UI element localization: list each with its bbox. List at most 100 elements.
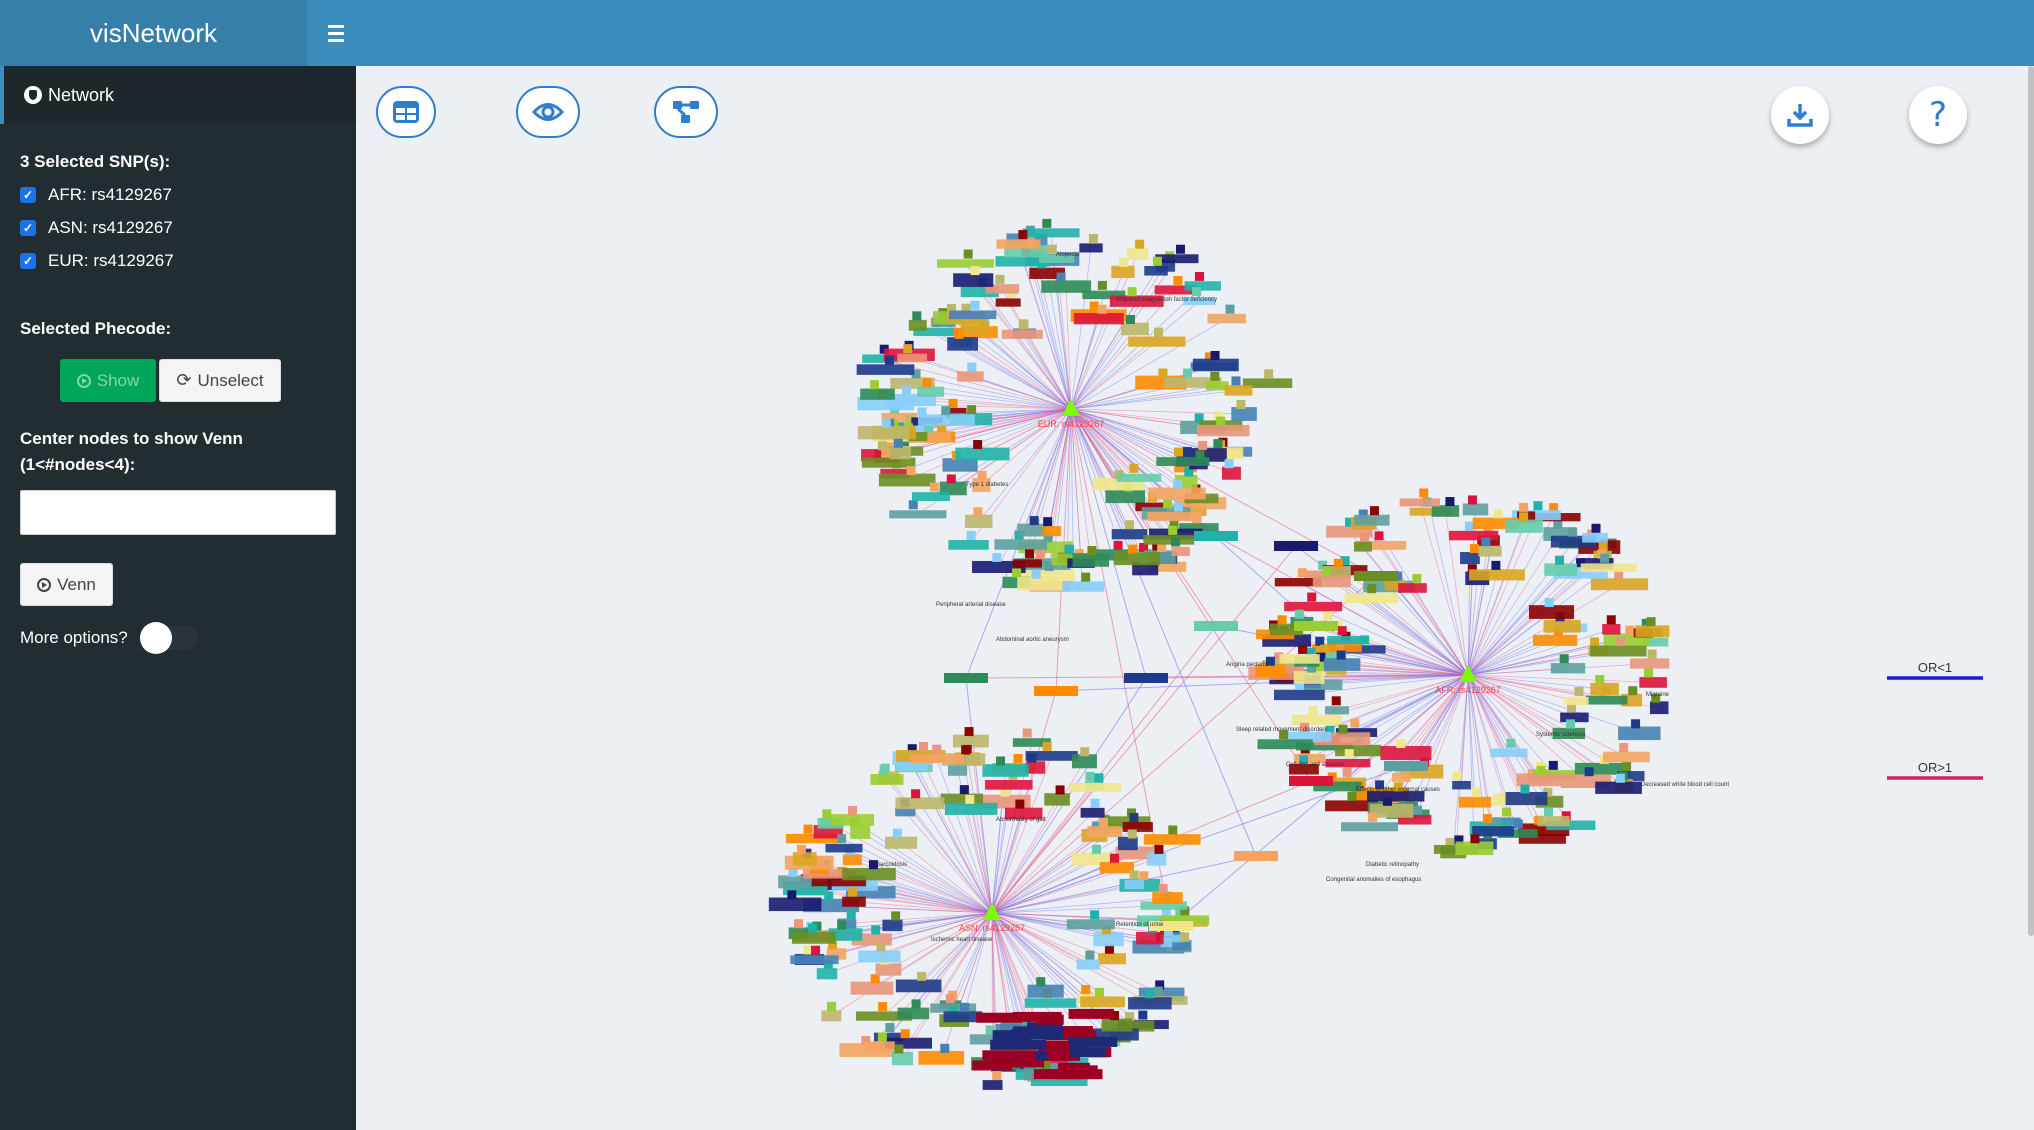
phecode-node[interactable]: [1164, 377, 1222, 388]
phecode-node-marker[interactable]: [1469, 544, 1479, 554]
phecode-node-marker[interactable]: [1322, 567, 1332, 577]
phecode-node[interactable]: [1146, 852, 1167, 866]
phecode-node[interactable]: [884, 1037, 932, 1049]
phecode-node-marker[interactable]: [1445, 837, 1455, 847]
phecode-node-marker[interactable]: [932, 744, 942, 754]
phecode-node[interactable]: [863, 1041, 895, 1052]
phecode-node-marker[interactable]: [1298, 644, 1308, 654]
phecode-node-marker[interactable]: [1129, 870, 1139, 880]
shared-phecode-node[interactable]: [1234, 851, 1278, 861]
phecode-node-marker[interactable]: [1139, 871, 1149, 881]
phecode-node-marker[interactable]: [937, 422, 947, 432]
phecode-node-marker[interactable]: [961, 303, 971, 313]
phecode-node-marker[interactable]: [903, 344, 913, 354]
phecode-node-marker[interactable]: [1124, 520, 1134, 530]
phecode-node-marker[interactable]: [1491, 560, 1501, 570]
phecode-node[interactable]: [972, 1060, 1013, 1071]
phecode-node[interactable]: [1025, 1050, 1081, 1061]
phecode-node[interactable]: [1111, 529, 1148, 540]
phecode-node-marker[interactable]: [1543, 807, 1553, 817]
phecode-node[interactable]: [861, 457, 916, 468]
phecode-node[interactable]: [1222, 466, 1241, 480]
phecode-node[interactable]: [1518, 833, 1566, 844]
phecode-node[interactable]: [1335, 744, 1382, 757]
phecode-node[interactable]: [908, 432, 952, 443]
phecode-node-marker[interactable]: [1126, 808, 1136, 818]
phecode-node[interactable]: [895, 797, 945, 810]
phecode-node[interactable]: [1068, 1057, 1089, 1068]
phecode-node-marker[interactable]: [1041, 572, 1051, 582]
phecode-node[interactable]: [1183, 297, 1216, 306]
phecode-node[interactable]: [882, 919, 903, 932]
phecode-node[interactable]: [826, 948, 847, 960]
phecode-node-marker[interactable]: [1628, 686, 1638, 696]
phecode-node-marker[interactable]: [893, 438, 903, 448]
phecode-node-marker[interactable]: [824, 891, 834, 901]
phecode-node[interactable]: [1147, 512, 1202, 522]
phecode-node[interactable]: [1155, 254, 1199, 264]
shared-phecode-node[interactable]: [1194, 531, 1238, 541]
phecode-node-marker[interactable]: [1031, 569, 1041, 579]
phecode-node-marker[interactable]: [900, 1029, 910, 1039]
phecode-node-marker[interactable]: [907, 744, 917, 754]
phecode-node[interactable]: [1639, 677, 1667, 688]
phecode-node-marker[interactable]: [803, 824, 813, 834]
phecode-node[interactable]: [1469, 569, 1525, 581]
phecode-node-marker[interactable]: [1467, 495, 1477, 505]
phecode-node[interactable]: [821, 1010, 842, 1022]
phecode-node-marker[interactable]: [1182, 446, 1192, 456]
phecode-node-marker[interactable]: [788, 867, 798, 877]
phecode-node-marker[interactable]: [1331, 696, 1341, 706]
phecode-node-marker[interactable]: [1536, 765, 1546, 775]
phecode-node[interactable]: [994, 539, 1048, 550]
unselect-button[interactable]: ⟳ Unselect: [159, 359, 281, 402]
phecode-node-marker[interactable]: [1224, 459, 1234, 469]
phecode-node[interactable]: [1602, 751, 1650, 763]
phecode-node-marker[interactable]: [876, 942, 886, 952]
phecode-node-marker[interactable]: [1641, 618, 1651, 628]
phecode-node[interactable]: [873, 1032, 904, 1042]
phecode-node[interactable]: [1384, 580, 1406, 591]
phecode-node-marker[interactable]: [1454, 835, 1464, 845]
phecode-node-marker[interactable]: [837, 920, 847, 930]
phecode-node-marker[interactable]: [1152, 256, 1162, 266]
phecode-node-marker[interactable]: [959, 785, 969, 795]
phecode-node-marker[interactable]: [1168, 825, 1178, 835]
phecode-node-marker[interactable]: [1118, 257, 1128, 267]
phecode-node-marker[interactable]: [793, 919, 803, 929]
phecode-node[interactable]: [908, 319, 927, 331]
phecode-node-marker[interactable]: [1544, 598, 1554, 608]
phecode-node[interactable]: [1288, 763, 1319, 775]
phecode-node-marker[interactable]: [947, 303, 957, 313]
phecode-node-marker[interactable]: [1210, 371, 1220, 381]
phecode-node-marker[interactable]: [1104, 944, 1114, 954]
phecode-node[interactable]: [1462, 503, 1489, 516]
phecode-node[interactable]: [1143, 535, 1195, 545]
phecode-node-marker[interactable]: [1195, 450, 1205, 460]
phecode-node-marker[interactable]: [848, 805, 858, 815]
phecode-node-marker[interactable]: [1158, 368, 1168, 378]
phecode-node-marker[interactable]: [1393, 782, 1403, 792]
phecode-node-marker[interactable]: [1129, 812, 1139, 822]
phecode-node-marker[interactable]: [1022, 728, 1032, 738]
phecode-node[interactable]: [1273, 689, 1325, 701]
phecode-node[interactable]: [1537, 816, 1570, 827]
phecode-node-marker[interactable]: [1013, 753, 1023, 763]
phecode-node-marker[interactable]: [1337, 626, 1347, 636]
phecode-node[interactable]: [1136, 931, 1164, 945]
phecode-node[interactable]: [809, 865, 829, 875]
phecode-node[interactable]: [985, 284, 1020, 294]
phecode-node[interactable]: [960, 321, 990, 335]
shared-phecode-node[interactable]: [1289, 776, 1333, 786]
phecode-node[interactable]: [1073, 313, 1124, 325]
scrollbar[interactable]: [2028, 66, 2034, 936]
phecode-node[interactable]: [945, 407, 967, 418]
phecode-node-marker[interactable]: [1194, 271, 1204, 281]
phecode-node[interactable]: [768, 897, 822, 912]
phecode-node-marker[interactable]: [1616, 637, 1626, 647]
shared-phecode-node[interactable]: [1294, 621, 1338, 631]
phecode-node[interactable]: [1076, 959, 1100, 970]
phecode-node-marker[interactable]: [1089, 301, 1099, 311]
phecode-node[interactable]: [1293, 753, 1326, 764]
phecode-node-marker[interactable]: [1320, 644, 1330, 654]
